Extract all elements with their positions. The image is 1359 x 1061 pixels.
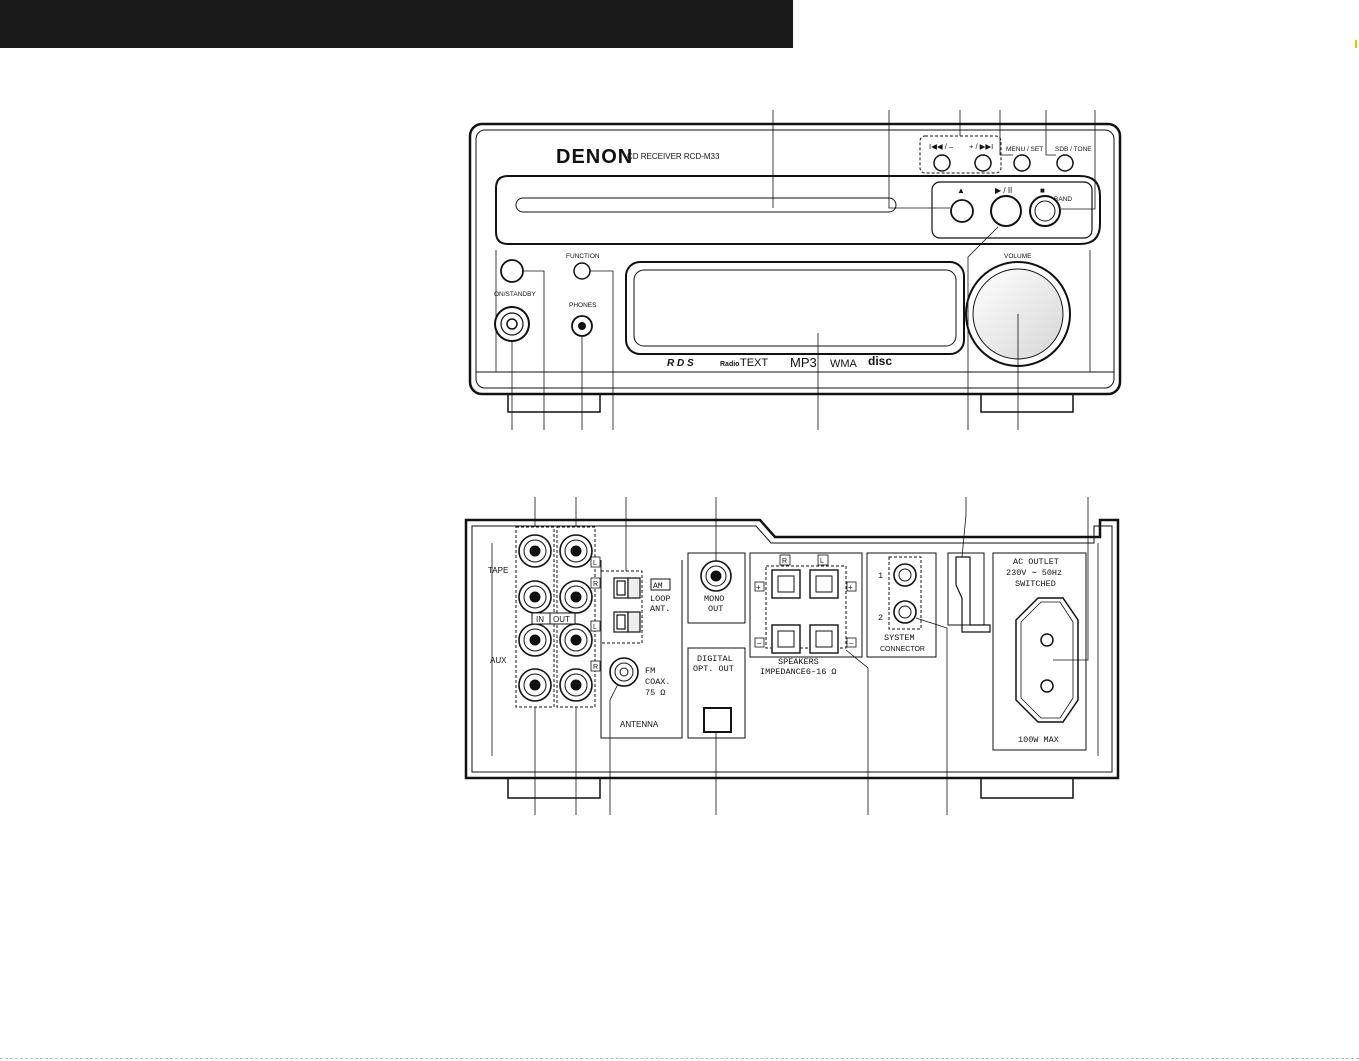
prev-button[interactable]: [933, 154, 951, 172]
connector-label: CONNECTOR: [880, 646, 925, 653]
system-1-label: 1: [878, 571, 883, 581]
menu-set-label: MENU / SET: [1006, 146, 1043, 153]
speaker-terminals[interactable]: [771, 569, 839, 654]
speaker-r-minus: –: [757, 639, 762, 648]
sdb-tone-label: SDB / TONE: [1055, 146, 1092, 153]
rear-callouts: [534, 497, 1089, 815]
front-panel: [468, 122, 1122, 413]
antenna-label: ANTENNA: [620, 720, 659, 729]
mp3-logo: MP3: [790, 355, 817, 370]
menu-set-button[interactable]: [1013, 154, 1031, 172]
coax-label: COAX.: [645, 677, 671, 687]
speaker-l-minus: –: [849, 639, 854, 648]
speaker-r-plus: +: [756, 583, 761, 592]
am-label: AM: [653, 582, 663, 591]
eject-label: ▲: [957, 186, 965, 195]
speaker-r-label: R: [782, 558, 787, 565]
digital-label: DIGITAL: [697, 654, 733, 664]
mono-label: MONO: [704, 594, 724, 604]
system-2-label: 2: [878, 613, 883, 623]
speakers-label: SPEAKERS: [778, 657, 819, 667]
band-label: BAND: [1054, 196, 1072, 203]
digital-opt-out-port[interactable]: [703, 707, 732, 733]
rca-jacks: [518, 534, 1054, 702]
brand-logo: DENON: [556, 146, 633, 168]
play-pause-label: ▶ / II: [995, 186, 1012, 195]
loop-label: LOOP: [650, 594, 670, 604]
model-name: CD RECEIVER RCD-M33: [627, 152, 720, 161]
aux-r-label: R: [593, 664, 598, 671]
eject-button[interactable]: [950, 199, 974, 223]
ac-outlet-pin-top: [1040, 633, 1054, 647]
disc-logo: disc: [868, 354, 892, 368]
function-label: FUNCTION: [566, 253, 600, 260]
on-standby-label: ON/STANDBY: [494, 291, 536, 298]
voltage-label: 230V ∼ 50Hz: [1006, 568, 1062, 578]
function-button[interactable]: [573, 262, 591, 280]
prev-label: I◀◀ / –: [929, 142, 954, 151]
max-power-label: 100W MAX: [1018, 735, 1059, 745]
ant-label: ANT.: [650, 604, 670, 614]
impedance-label: IMPEDANCE6–16 Ω: [760, 667, 837, 677]
tape-label: TAPE: [488, 566, 508, 575]
fm-label: FM: [645, 666, 655, 676]
out-label: OUT: [553, 615, 570, 624]
sdb-tone-button[interactable]: [1056, 154, 1074, 172]
rds-logo: R D S: [667, 358, 694, 369]
mono-out-label: OUT: [708, 604, 723, 614]
ac-outlet-label: AC OUTLET: [1013, 557, 1059, 567]
next-label: + / ▶▶I: [969, 142, 993, 151]
stop-label: ■: [1040, 186, 1045, 195]
wma-logo: WMA: [830, 358, 858, 370]
text-logo: TEXT: [740, 357, 768, 369]
system-label: SYSTEM: [884, 633, 915, 643]
edge-mark: [1355, 40, 1357, 48]
header-bar: [0, 0, 793, 48]
front-callouts: [511, 110, 1096, 430]
am-loop-terminals[interactable]: [613, 577, 641, 633]
speaker-l-label: L: [820, 558, 824, 565]
radio-logo: Radio: [720, 361, 739, 368]
volume-label: VOLUME: [1004, 253, 1032, 260]
next-button[interactable]: [974, 154, 992, 172]
opt-out-label: OPT. OUT: [693, 664, 734, 674]
play-pause-button[interactable]: [990, 195, 1022, 227]
in-label: IN: [536, 615, 544, 624]
stop-band-button[interactable]: [1029, 195, 1061, 227]
aux-l-label: L: [593, 624, 597, 631]
ohm-label: 75 Ω: [645, 688, 665, 698]
ac-outlet-pin-bottom: [1040, 679, 1054, 693]
phones-label: PHONES: [569, 302, 597, 309]
speaker-l-plus: +: [848, 583, 853, 592]
aux-label: AUX: [490, 656, 507, 665]
tape-r-label: R: [593, 581, 598, 588]
bottom-dashed-line: [0, 1058, 1359, 1059]
remote-sensor: [500, 259, 524, 283]
switched-label: SWITCHED: [1015, 579, 1056, 589]
tape-l-label: L: [593, 560, 597, 567]
